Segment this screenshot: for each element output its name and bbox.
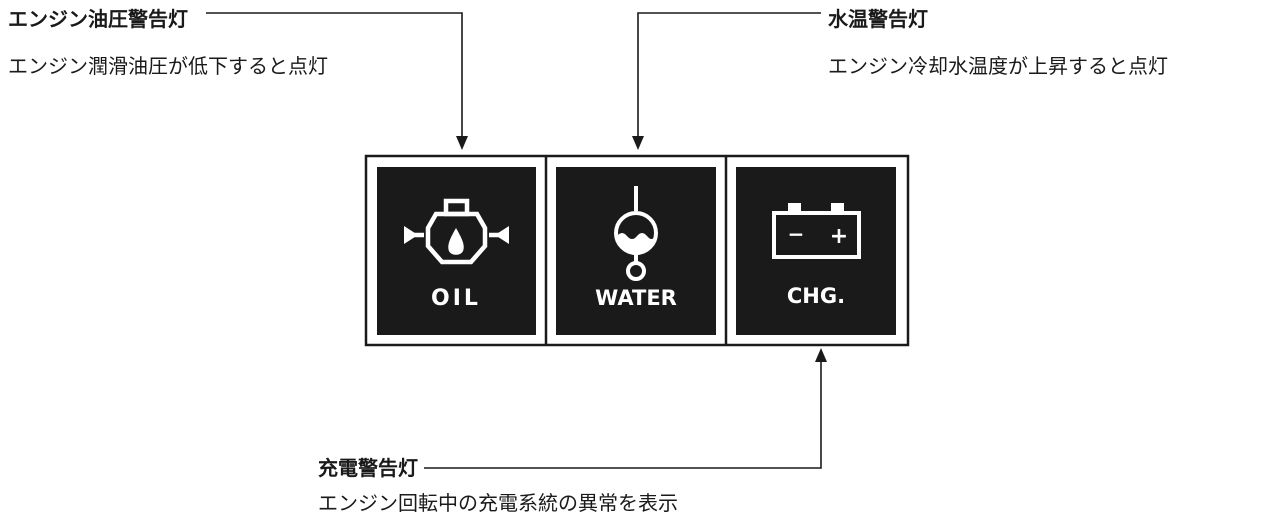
- charge-lamp: − + CHG.: [736, 167, 896, 335]
- oil-label: OIL: [431, 286, 481, 311]
- water-leader-line: [637, 12, 821, 138]
- oil-arrow-head: [456, 136, 468, 150]
- battery-minus-sign: −: [788, 222, 805, 246]
- oil-leader-line: [206, 12, 463, 138]
- charge-warning-description: エンジン回転中の充電系統の異常を表示: [318, 491, 678, 515]
- oil-warning-title: エンジン油圧警告灯: [8, 7, 188, 31]
- charge-arrow-head: [815, 348, 827, 362]
- charge-warning-title: 充電警告灯: [318, 456, 418, 480]
- battery-icon: − +: [772, 203, 861, 259]
- charge-label: CHG.: [787, 284, 845, 308]
- water-warning-description: エンジン冷却水温度が上昇すると点灯: [828, 54, 1168, 78]
- oil-lamp: OIL: [377, 167, 536, 335]
- water-lamp: WATER: [556, 167, 716, 335]
- water-label: WATER: [595, 286, 677, 310]
- water-warning-title: 水温警告灯: [828, 7, 928, 31]
- battery-plus-sign: +: [830, 224, 848, 249]
- oil-warning-description: エンジン潤滑油圧が低下すると点灯: [8, 54, 328, 78]
- water-arrow-head: [632, 136, 644, 150]
- charge-leader-line: [424, 360, 822, 469]
